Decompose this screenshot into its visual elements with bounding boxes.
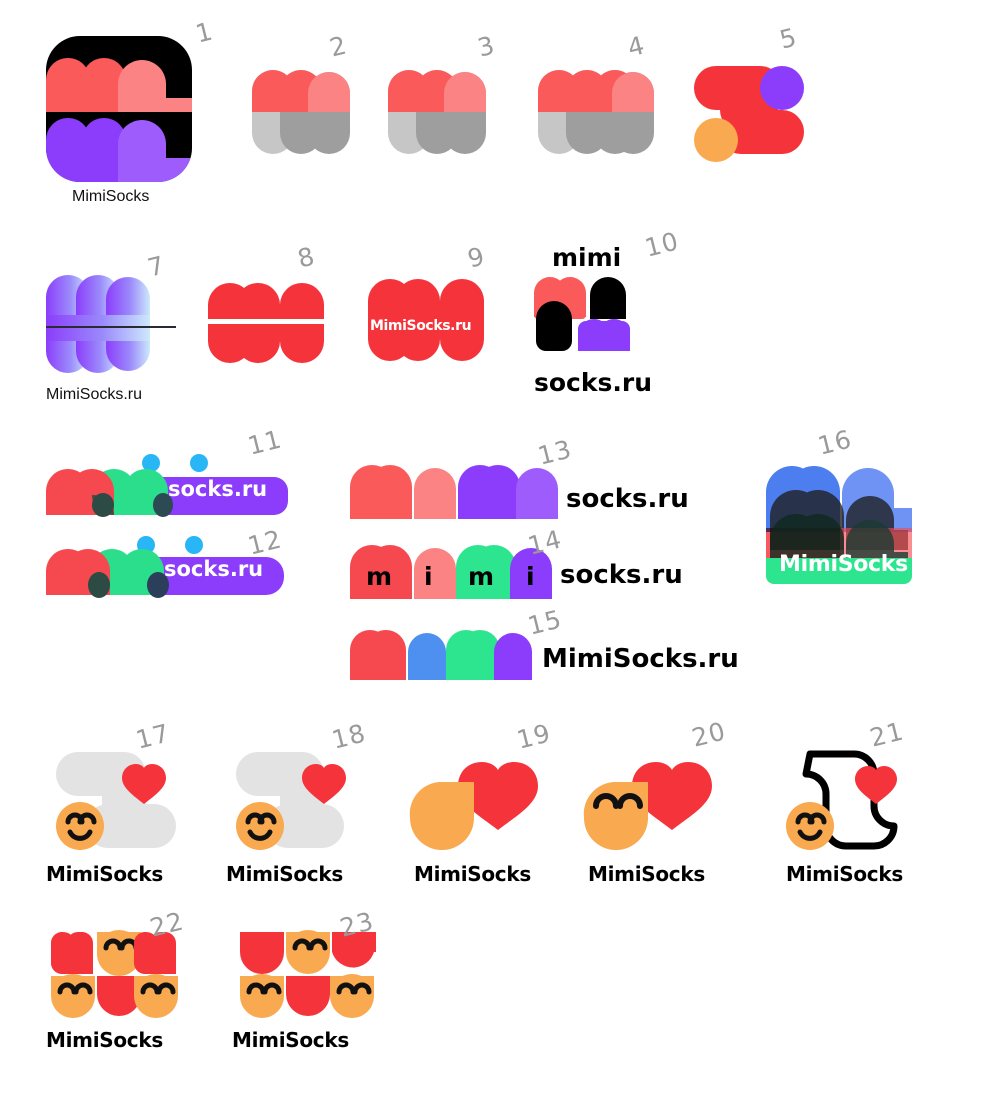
logo-concept-15[interactable]: [350, 630, 532, 684]
logo-10-text-bottom: socks.ru: [534, 368, 653, 397]
logo-22-art: [51, 930, 178, 1018]
caption-19: MimiSocks: [414, 862, 531, 886]
caption-23: MimiSocks: [232, 1028, 349, 1052]
concept-number-18: 18: [328, 718, 369, 755]
logo-4-art: [538, 70, 654, 154]
logo-17-art: [56, 752, 176, 850]
logo-10-text-top: mimi: [552, 243, 622, 272]
caption-21: MimiSocks: [786, 862, 903, 886]
logo-5-art: [694, 66, 804, 162]
logo-2-art: [252, 70, 350, 154]
logo-13-art: [350, 465, 558, 519]
logo-21-art: [786, 750, 898, 850]
logo-11-pill-text: socks.ru: [168, 477, 268, 501]
logo-16-badge-text: MimiSocks: [779, 552, 908, 577]
concept-number-4: 4: [624, 30, 649, 63]
logo-concept-12[interactable]: [46, 535, 284, 599]
logo-3-art: [388, 70, 486, 154]
logo-concept-3[interactable]: [388, 70, 486, 154]
logo-concept-8[interactable]: [208, 283, 326, 363]
logo-14-letter-3: i: [526, 562, 535, 591]
logo-concept-20[interactable]: [580, 756, 716, 850]
logo-15-wordmark: MimiSocks.ru: [542, 644, 739, 674]
concept-number-5: 5: [776, 22, 801, 55]
logo-concept-10[interactable]: [534, 277, 640, 361]
logo-14-letter-0: m: [366, 562, 393, 591]
caption-7: MimiSocks.ru: [46, 386, 143, 403]
caption-18: MimiSocks: [226, 862, 343, 886]
logo-18-art: [236, 752, 346, 850]
logo-concept-23[interactable]: [238, 928, 376, 1020]
logo-7-art: [46, 275, 176, 373]
logo-19-art: [409, 762, 538, 850]
concept-number-3: 3: [474, 30, 499, 63]
logo-concept-17[interactable]: [56, 748, 176, 852]
logo-11-art: [46, 454, 288, 517]
caption-22: MimiSocks: [46, 1028, 163, 1052]
concept-number-14: 14: [524, 524, 565, 561]
concept-number-2: 2: [326, 30, 351, 63]
logo-concept-7[interactable]: [46, 275, 176, 373]
logo-concept-11[interactable]: [46, 454, 288, 519]
concept-number-20: 20: [688, 716, 729, 753]
logo-14-art: [350, 545, 552, 599]
logo-14-letter-2: m: [468, 562, 495, 591]
concept-number-16: 16: [814, 424, 855, 461]
caption-1: MimiSocks: [72, 188, 150, 205]
logo-9-art: [368, 279, 484, 361]
logo-concept-18[interactable]: [236, 748, 356, 852]
logo-1-art: [46, 36, 192, 182]
concept-number-8: 8: [294, 241, 319, 274]
concept-number-1: 1: [192, 16, 217, 49]
logo-12-pill-text: socks.ru: [164, 557, 264, 581]
logo-14-wordmark: socks.ru: [560, 560, 683, 590]
logo-concept-1[interactable]: [46, 36, 192, 182]
logo-20-art: [583, 762, 712, 850]
logo-concept-14[interactable]: [350, 545, 552, 603]
logo-12-art: [46, 536, 284, 598]
logo-23-art: [240, 930, 376, 1018]
logo-concept-9[interactable]: [368, 279, 486, 363]
caption-17: MimiSocks: [46, 862, 163, 886]
logo-9-inner-text: MimiSocks.ru: [370, 318, 472, 334]
concept-number-15: 15: [524, 604, 565, 641]
logo-15-art: [350, 630, 532, 680]
logo-concept-13[interactable]: [350, 465, 558, 523]
logo-10-art: [534, 277, 630, 351]
logo-14-letter-1: i: [424, 562, 433, 591]
logo-concept-16[interactable]: [766, 466, 912, 584]
logo-16-art: [766, 466, 912, 584]
logo-concept-2[interactable]: [252, 70, 350, 154]
concept-number-9: 9: [464, 241, 489, 274]
logo-concept-22[interactable]: [46, 928, 188, 1020]
logo-concept-5[interactable]: [694, 62, 804, 166]
caption-20: MimiSocks: [588, 862, 705, 886]
concept-number-10: 10: [641, 226, 682, 263]
logo-13-wordmark: socks.ru: [566, 484, 689, 514]
logo-concept-21[interactable]: [784, 748, 912, 852]
logo-concept-4[interactable]: [538, 70, 654, 154]
logo-concept-19[interactable]: [406, 756, 542, 850]
concept-number-13: 13: [534, 434, 575, 471]
concept-number-19: 19: [513, 718, 554, 755]
logo-8-art: [208, 283, 326, 363]
